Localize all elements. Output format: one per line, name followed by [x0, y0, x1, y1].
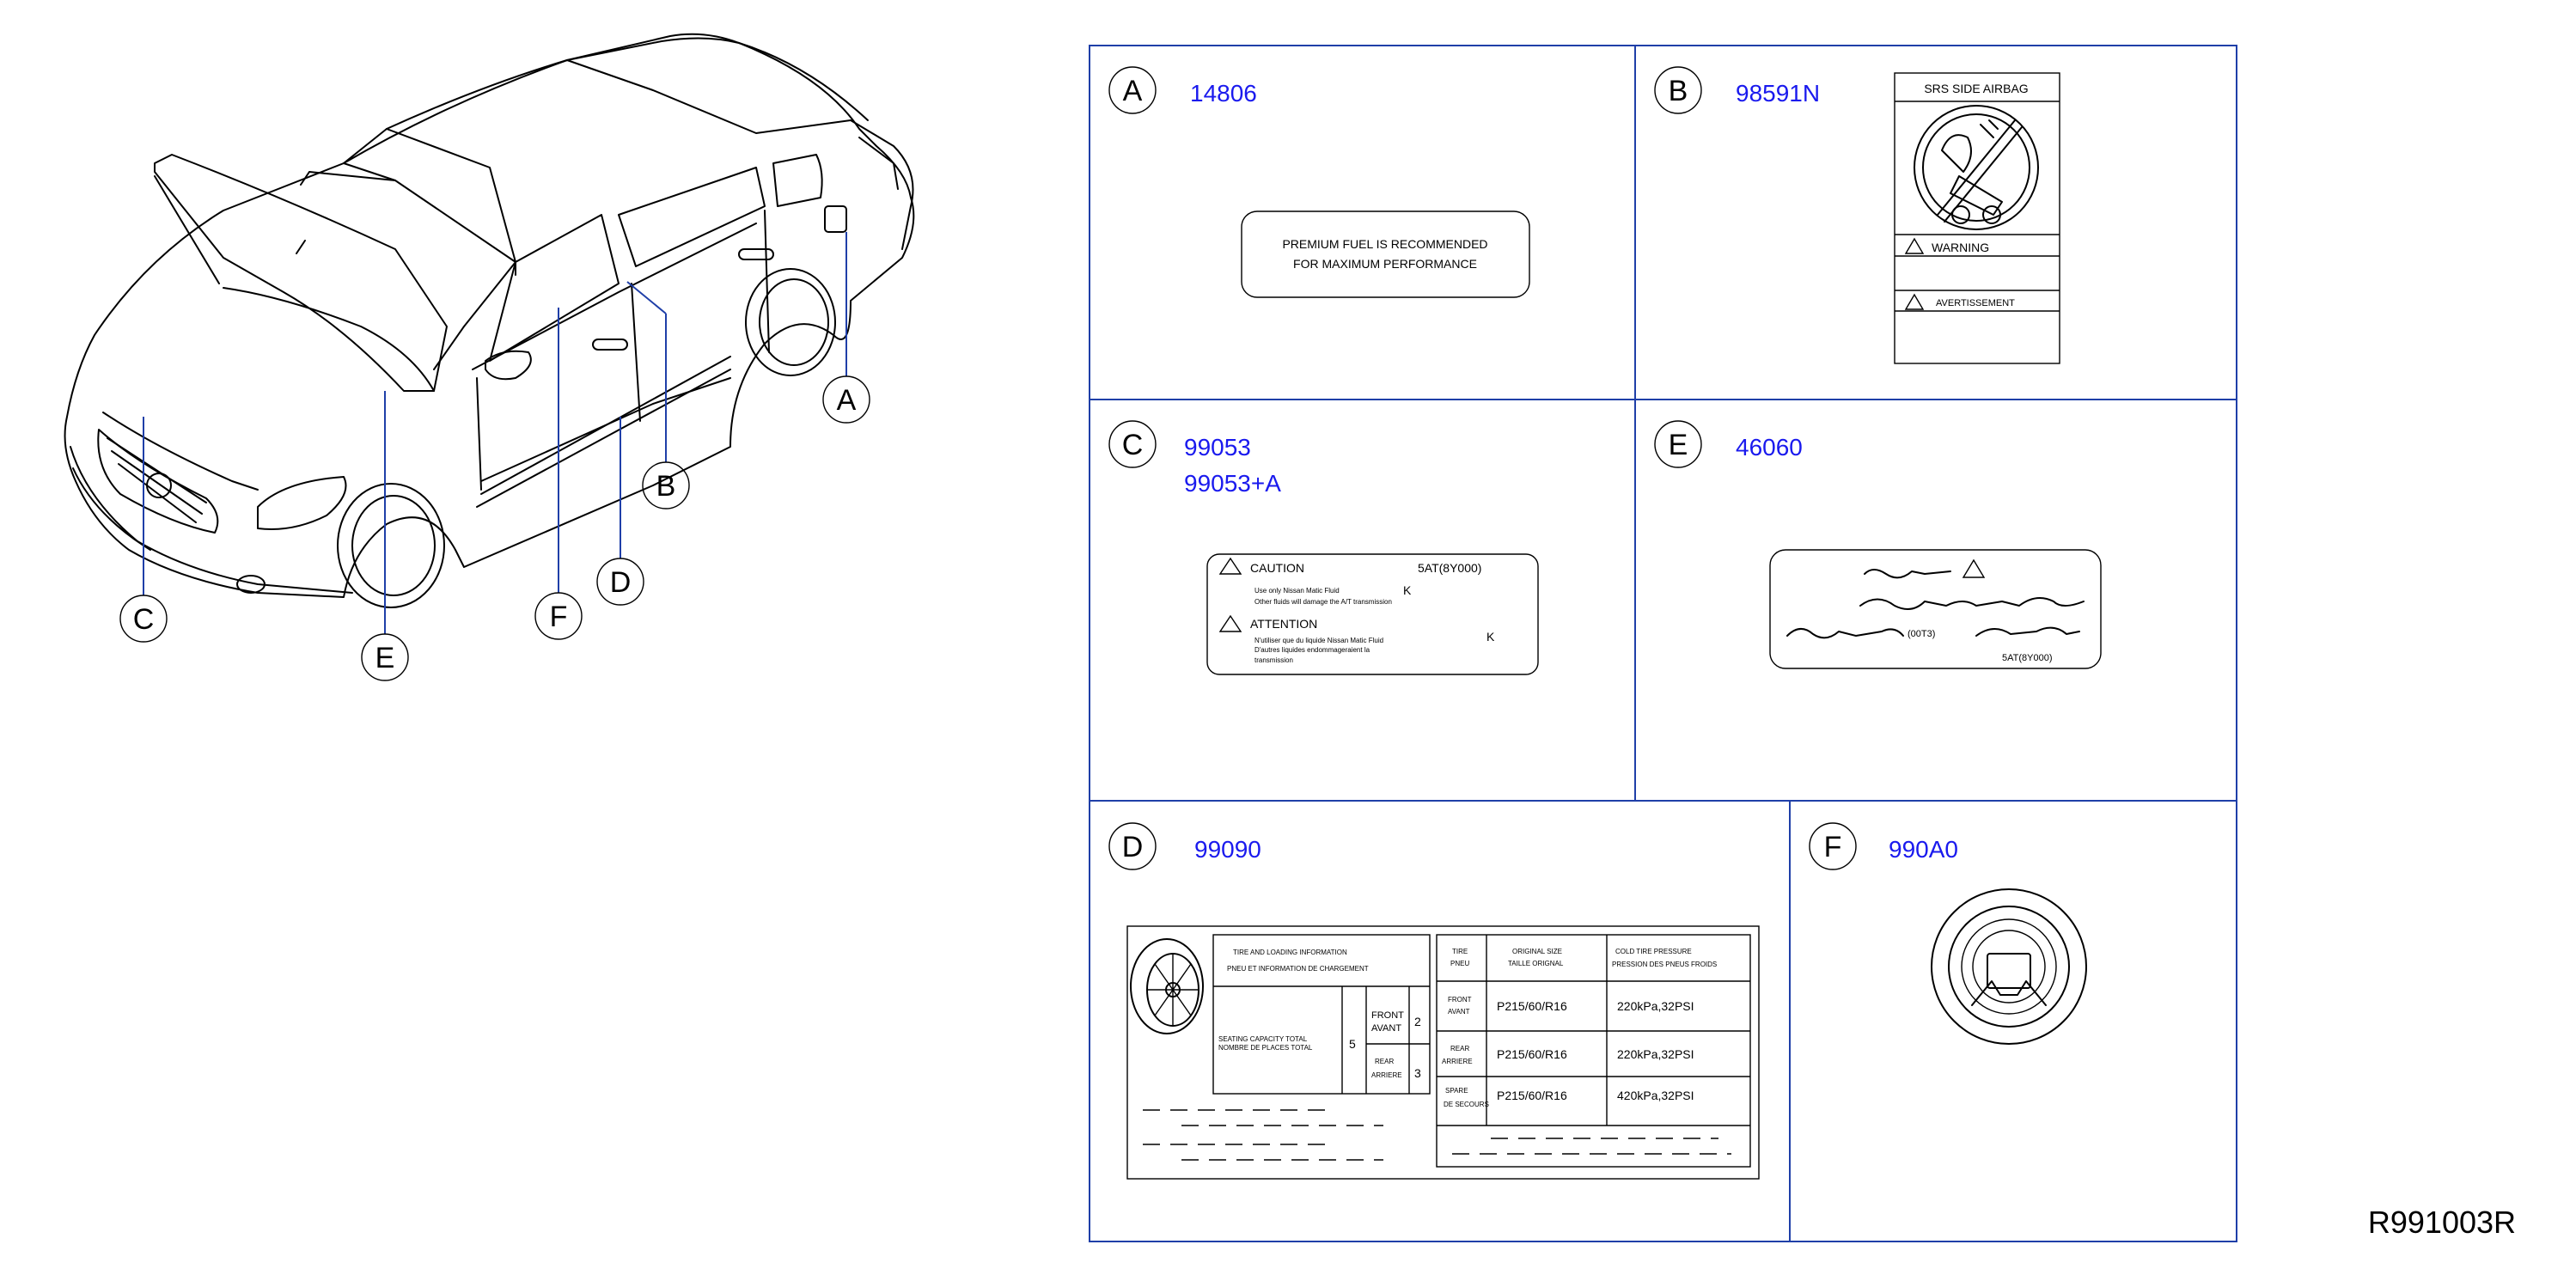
svg-text:F: F — [1824, 831, 1842, 863]
tire-icon — [1130, 938, 1204, 1034]
label-A-line1: PREMIUM FUEL IS RECOMMENDED — [1282, 237, 1487, 251]
svg-text:PNEU: PNEU — [1450, 960, 1469, 967]
svg-text:P215/60/R16: P215/60/R16 — [1497, 1089, 1567, 1102]
label-A-line2: FOR MAXIMUM PERFORMANCE — [1293, 257, 1477, 271]
svg-text:D: D — [610, 566, 632, 599]
label-D-dashed-lines — [1143, 1109, 1383, 1161]
label-E-code: 5AT(8Y000) — [2002, 653, 2053, 663]
svg-text:PNEU ET INFORMATION D: PNEU ET INFORMATION DE CHARGEMENT — [1227, 965, 1369, 973]
label-B-warning: WARNING — [1932, 241, 1989, 254]
part-number-D: 99090 — [1194, 836, 1261, 863]
tire-pressure-emblem — [1931, 888, 2087, 1045]
svg-text:NOMBRE DE PLACES TOTAL: NOMBRE DE PLACES TOTAL — [1218, 1044, 1313, 1052]
svg-text:REAR: REAR — [1450, 1045, 1469, 1052]
svg-text:ARRIERE: ARRIERE — [1442, 1058, 1473, 1065]
label-B-avertissement: AVERTISSEMENT — [1936, 298, 2015, 308]
label-B-outline — [1894, 72, 2060, 364]
callout-F: F — [534, 592, 583, 640]
svg-text:AVANT: AVANT — [1371, 1023, 1401, 1034]
svg-text:3: 3 — [1414, 1066, 1421, 1080]
label-D-outline — [1126, 925, 1760, 1180]
label-E-code-mid: (00T3) — [1908, 629, 1935, 639]
svg-text:E: E — [375, 642, 395, 674]
panel-C: C 99053 99053+A CAUTION 5AT(8Y000) Use o… — [1108, 420, 1539, 675]
label-C-attention: ATTENTION — [1250, 617, 1317, 631]
svg-text:K: K — [1403, 583, 1412, 597]
part-number-B: 98591N — [1736, 80, 1820, 107]
svg-text:TAILLE ORIGNAL: TAILLE ORIGNAL — [1508, 960, 1564, 967]
svg-text:PRESSION DES PNEUS FR: PRESSION DES PNEUS FROIDS — [1612, 961, 1717, 968]
svg-text:220kPa,32PSI: 220kPa,32PSI — [1617, 999, 1694, 1013]
svg-text:P215/60/R16: P215/60/R16 — [1497, 999, 1567, 1013]
svg-text:B: B — [1669, 75, 1688, 107]
svg-text:Use only Nissan Matic: Use only Nissan Matic Fluid — [1254, 587, 1340, 595]
label-B-header: SRS SIDE AIRBAG — [1924, 82, 2028, 95]
svg-text:5: 5 — [1349, 1037, 1356, 1051]
part-number-C2: 99053+A — [1184, 470, 1281, 497]
label-C-caution: CAUTION — [1250, 561, 1304, 575]
svg-text:P215/60/R16: P215/60/R16 — [1497, 1047, 1567, 1061]
svg-text:FRONT: FRONT — [1371, 1010, 1404, 1021]
svg-text:D'autres liquides endommag: D'autres liquides endommageraient la — [1254, 646, 1370, 654]
svg-text:K: K — [1486, 630, 1495, 644]
svg-text:F: F — [550, 601, 568, 633]
part-number-E: 46060 — [1736, 434, 1803, 461]
svg-text:REAR: REAR — [1375, 1058, 1394, 1065]
callout-D: D — [596, 558, 644, 606]
callout-B: B — [642, 461, 690, 509]
part-number-A: 14806 — [1190, 80, 1257, 107]
label-C-code: 5AT(8Y000) — [1418, 561, 1481, 575]
svg-text:Other fluids will damage: Other fluids will damage the A/T transmi… — [1254, 598, 1392, 606]
svg-text:ARRIERE: ARRIERE — [1371, 1071, 1402, 1079]
svg-text:B: B — [656, 470, 676, 503]
no-child-seat-icon — [1914, 105, 2039, 230]
svg-text:ORIGINAL SIZE: ORIGINAL SIZE — [1512, 948, 1562, 955]
panel-grid — [1089, 45, 2237, 1242]
svg-text:TIRE AND LOADING INFO: TIRE AND LOADING INFORMATION — [1233, 949, 1347, 956]
panel-D: D 99090 TIRE AND LOADING INFORMATION PNE… — [1108, 822, 1760, 1180]
svg-text:C: C — [133, 603, 155, 636]
svg-text:AVANT: AVANT — [1448, 1008, 1470, 1016]
car-callouts: A B C D E F — [119, 375, 870, 681]
svg-text:SEATING CAPACITY TOTAL: SEATING CAPACITY TOTAL — [1218, 1035, 1308, 1043]
car-illustration — [64, 33, 915, 608]
panel-E: E 46060 (00T3) 5AT(8Y000) — [1654, 420, 2102, 669]
svg-text:220kPa,32PSI: 220kPa,32PSI — [1617, 1047, 1694, 1061]
svg-text:TIRE: TIRE — [1452, 948, 1468, 955]
label-A-outline — [1241, 210, 1530, 298]
svg-text:DE SECOURS: DE SECOURS — [1444, 1101, 1489, 1108]
panel-B: B 98591N SRS SIDE AIRBAG WARNING AVERTIS… — [1654, 66, 2060, 364]
svg-text:COLD TIRE PRESSURE: COLD TIRE PRESSURE — [1615, 948, 1692, 955]
part-number-C1: 99053 — [1184, 434, 1251, 461]
svg-text:A: A — [1123, 75, 1143, 107]
label-E-outline — [1769, 549, 2102, 669]
callout-A: A — [822, 375, 870, 424]
panel-F: F 990A0 — [1809, 822, 2087, 1045]
callout-E: E — [361, 633, 409, 681]
svg-text:420kPa,32PSI: 420kPa,32PSI — [1617, 1089, 1694, 1102]
diagram-reference-number: R991003R — [2367, 1205, 2516, 1240]
svg-text:2: 2 — [1414, 1015, 1421, 1028]
svg-text:D: D — [1122, 831, 1144, 863]
part-number-F: 990A0 — [1889, 836, 1958, 863]
svg-text:E: E — [1669, 429, 1688, 461]
svg-text:C: C — [1122, 429, 1144, 461]
svg-text:A: A — [837, 384, 857, 417]
label-C-outline — [1206, 553, 1539, 675]
panel-A: A 14806 PREMIUM FUEL IS RECOMMENDED FOR … — [1108, 66, 1530, 298]
leader-lines — [143, 232, 847, 634]
arabic-script-graphic — [1786, 558, 2085, 639]
svg-text:N'utiliser que du liquid: N'utiliser que du liquide Nissan Matic F… — [1254, 637, 1383, 644]
callout-C: C — [119, 595, 168, 643]
svg-text:SPARE: SPARE — [1445, 1087, 1468, 1095]
svg-text:transmission: transmission — [1254, 656, 1293, 664]
svg-text:FRONT: FRONT — [1448, 996, 1472, 1004]
